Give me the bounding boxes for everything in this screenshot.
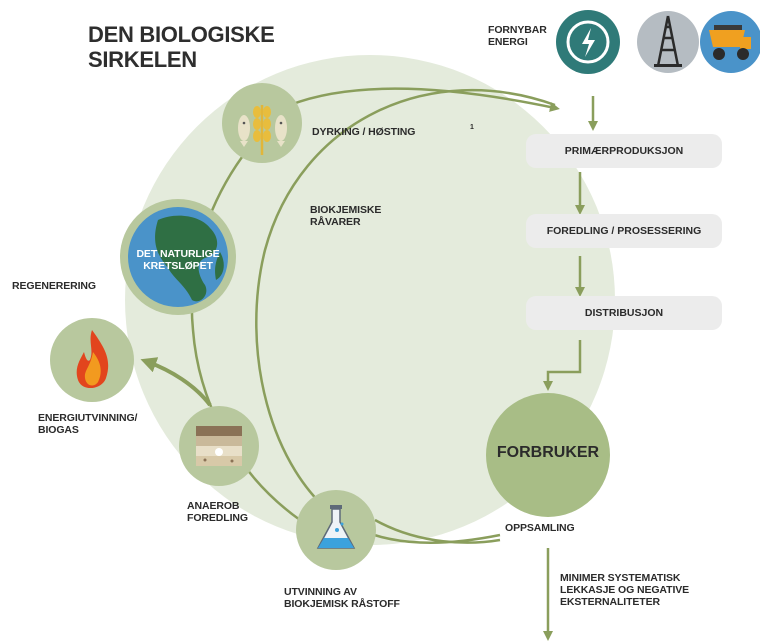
label-collection: OPPSAMLING: [505, 522, 575, 534]
label-minimize-2: LEKKASJE OG NEGATIVE: [560, 584, 690, 596]
label-cultivation: DYRKING / HØSTING: [312, 126, 416, 138]
renewable-energy-label: FORNYBAR ENERGI: [488, 24, 547, 48]
consumer-circle: [486, 393, 610, 517]
step-primary-production: PRIMÆRPRODUKSJON: [526, 134, 722, 168]
label-energy-1: ENERGIUTVINNING/: [38, 412, 138, 424]
label-minimize-1: MINIMER SYSTEMATISK: [560, 572, 681, 584]
label-energy-2: BIOGAS: [38, 424, 79, 436]
flask-icon: [316, 505, 356, 549]
label-natural-2: KRETSLØPET: [143, 260, 213, 272]
label-minimize-3: EKSTERNALITETER: [560, 596, 661, 608]
renewable-energy-icon: [556, 10, 620, 74]
title-line-2: SIRKELEN: [88, 47, 197, 72]
label-biochemical-1: BIOKJEMISKE: [310, 204, 382, 216]
bottom-arc: [374, 518, 501, 544]
label-anaerobic: ANAEROB FOREDLING: [187, 500, 248, 524]
label-minimize-leakage: MINIMER SYSTEMATISK LEKKASJE OG NEGATIVE…: [560, 572, 689, 608]
label-consumer: FORBRUKER: [496, 444, 600, 461]
inner-cycle-arc: [255, 88, 556, 544]
label-natural-cycle: DET NATURLIGE KRETSLØPET: [130, 248, 226, 272]
label-extraction: UTVINNING AV BIOKJEMISK RÅSTOFF: [284, 586, 400, 610]
footnote-marker: 1: [470, 124, 474, 131]
flow-arrow-4: [543, 340, 582, 391]
regeneration-arrow: [140, 357, 212, 407]
label-natural-1: DET NATURLIGE: [136, 248, 220, 260]
crops-icon: [238, 105, 287, 155]
label-biochemical-2: RÅVARER: [310, 216, 361, 228]
label-extraction-1: UTVINNING AV: [284, 586, 357, 598]
page-title: DEN BIOLOGISKE SIRKELEN: [88, 22, 275, 72]
label-regeneration: REGENERERING: [12, 280, 96, 292]
label-anaerobic-1: ANAEROB: [187, 500, 240, 512]
label-extraction-2: BIOKJEMISK RÅSTOFF: [284, 598, 400, 610]
oil-derrick-icon: [637, 11, 699, 73]
renewable-line-2: ENERGI: [488, 36, 528, 48]
step-distribution: DISTRIBUSJON: [526, 296, 722, 330]
soil-layers-icon: [196, 426, 242, 466]
fire-icon: [76, 330, 109, 389]
globe-icon: [128, 207, 228, 307]
label-anaerobic-2: FOREDLING: [187, 512, 248, 524]
step-processing: FOREDLING / PROSESSERING: [526, 214, 722, 248]
title-line-1: DEN BIOLOGISKE: [88, 22, 275, 47]
renewable-line-1: FORNYBAR: [488, 24, 547, 36]
label-biochemical-raw: BIOKJEMISKE RÅVARER: [310, 204, 381, 228]
label-energy-recovery: ENERGIUTVINNING/ BIOGAS: [38, 412, 137, 436]
mining-truck-icon: [700, 11, 760, 73]
outer-top-arc: [289, 87, 560, 112]
